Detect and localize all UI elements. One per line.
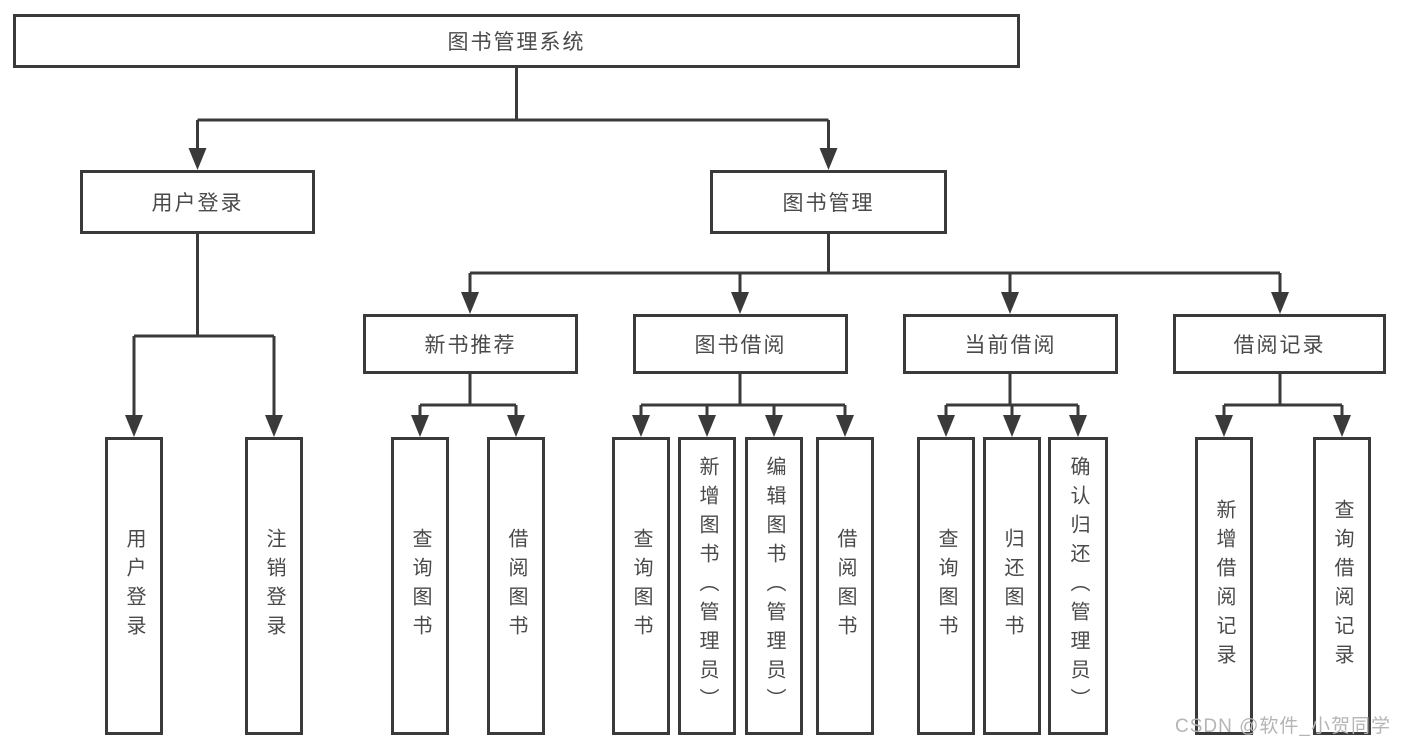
arrow-down-icon (125, 415, 143, 437)
node-book-borrowing: 图书借阅 (633, 314, 848, 374)
arrow-down-icon (765, 415, 783, 437)
arrow-down-icon (1001, 292, 1019, 314)
arrow-down-icon (1215, 415, 1233, 437)
leaf-query-books-recommend: 查询图书 (391, 437, 449, 735)
leaf-edit-books-admin: 编辑图书（管理员） (745, 437, 803, 735)
arrow-down-icon (507, 415, 525, 437)
leaf-confirm-return-admin: 确认归还（管理员） (1048, 437, 1108, 735)
node-current-borrowing: 当前借阅 (903, 314, 1118, 374)
arrow-down-icon (1069, 415, 1087, 437)
leaf-borrow-books: 借阅图书 (816, 437, 874, 735)
leaf-query-books-borrowing: 查询图书 (612, 437, 670, 735)
leaf-add-books-admin: 新增图书（管理员） (678, 437, 736, 735)
node-borrow-records: 借阅记录 (1173, 314, 1386, 374)
arrow-down-icon (188, 148, 207, 170)
arrow-down-icon (411, 415, 429, 437)
arrow-down-icon (731, 292, 749, 314)
node-book-management: 图书管理 (710, 170, 947, 234)
node-root-system: 图书管理系统 (13, 14, 1020, 68)
arrow-down-icon (819, 148, 838, 170)
leaf-query-borrow-record: 查询借阅记录 (1313, 437, 1371, 735)
csdn-watermark: CSDN @软件_小贺同学 (1175, 716, 1391, 737)
arrow-down-icon (1333, 415, 1351, 437)
node-new-book-recommend: 新书推荐 (363, 314, 578, 374)
leaf-borrow-books-recommend: 借阅图书 (487, 437, 545, 735)
arrow-down-icon (1271, 292, 1289, 314)
leaf-logout: 注销登录 (245, 437, 303, 735)
arrow-down-icon (265, 415, 283, 437)
arrow-down-icon (1003, 415, 1021, 437)
node-user-login: 用户登录 (80, 170, 315, 234)
leaf-return-books: 归还图书 (983, 437, 1041, 735)
leaf-query-books-current: 查询图书 (917, 437, 975, 735)
arrow-down-icon (937, 415, 955, 437)
arrow-down-icon (461, 292, 479, 314)
arrow-down-icon (632, 415, 650, 437)
arrow-down-icon (836, 415, 854, 437)
arrow-down-icon (698, 415, 716, 437)
leaf-add-borrow-record: 新增借阅记录 (1195, 437, 1253, 735)
leaf-user-login: 用户登录 (105, 437, 163, 735)
